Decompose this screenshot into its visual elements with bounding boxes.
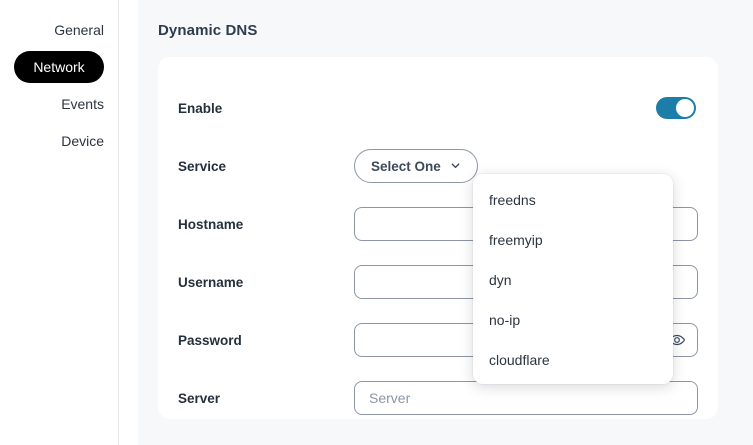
server-input[interactable] <box>354 381 698 415</box>
chevron-down-icon <box>450 160 461 171</box>
server-label: Server <box>178 390 221 406</box>
service-select-button[interactable]: Select One <box>354 149 478 183</box>
enable-label: Enable <box>178 100 223 116</box>
service-dropdown-menu: freedns freemyip dyn no-ip cloudflare <box>473 174 673 384</box>
eye-icon[interactable] <box>666 329 688 351</box>
dropdown-option-no-ip[interactable]: no-ip <box>489 312 521 328</box>
content-area: Dynamic DNS Enable Service <box>119 0 753 445</box>
dropdown-option-dyn[interactable]: dyn <box>489 272 512 288</box>
sidebar-item-network[interactable]: Network <box>14 51 104 83</box>
hostname-label: Hostname <box>178 216 244 232</box>
server-control <box>354 381 698 415</box>
dropdown-option-freemyip[interactable]: freemyip <box>489 232 543 248</box>
service-select-value: Select One <box>371 158 441 174</box>
sidebar-item-general[interactable]: General <box>0 14 118 46</box>
toggle-knob <box>676 99 694 117</box>
sidebar-item-events[interactable]: Events <box>0 88 118 120</box>
row-service: Service Select One <box>178 137 696 195</box>
enable-control <box>354 97 696 119</box>
service-control: Select One <box>354 149 696 183</box>
sidebar: General Network Events Device <box>0 0 119 445</box>
page-title: Dynamic DNS <box>158 22 258 39</box>
row-enable: Enable <box>178 79 696 137</box>
dropdown-option-freedns[interactable]: freedns <box>489 192 536 208</box>
sidebar-item-device[interactable]: Device <box>0 125 118 157</box>
enable-toggle[interactable] <box>656 97 696 119</box>
service-label: Service <box>178 158 227 174</box>
row-server: Server <box>178 369 698 427</box>
password-label: Password <box>178 332 242 348</box>
dropdown-option-cloudflare[interactable]: cloudflare <box>489 352 550 368</box>
username-label: Username <box>178 274 244 290</box>
